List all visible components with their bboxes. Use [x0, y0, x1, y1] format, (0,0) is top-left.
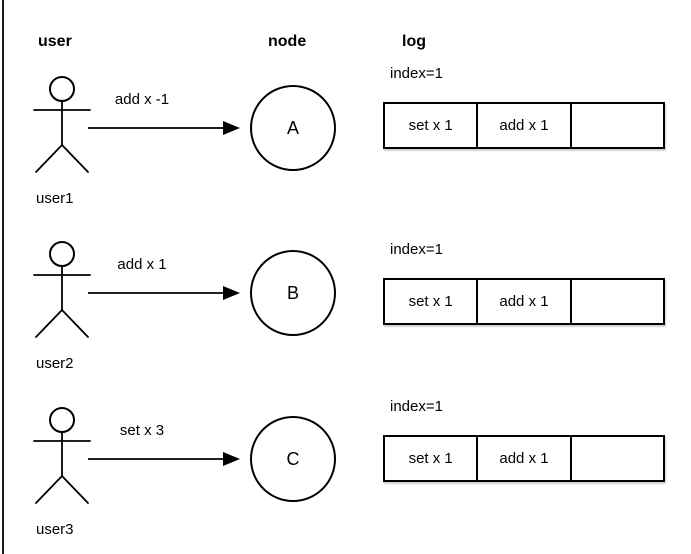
diagram-row: user3 set x 3 C index=1 set x 1 add x 1	[0, 399, 691, 554]
column-header-log: log	[402, 33, 426, 50]
diagram-row: user1 add x -1 A index=1 set x 1 add x 1	[0, 66, 691, 241]
log-index-label: index=1	[390, 241, 443, 258]
log-index-label: index=1	[390, 65, 443, 82]
log-cell: set x 1	[408, 293, 453, 310]
log-cell: set x 1	[408, 117, 453, 134]
message-label: add x -1	[114, 91, 170, 108]
column-header-node: node	[268, 33, 307, 50]
user-actor-icon	[33, 407, 91, 504]
log-cell	[569, 437, 663, 480]
log-cell: add x 1	[476, 104, 569, 147]
canvas-left-border	[2, 0, 4, 554]
node-circle: C	[250, 416, 336, 502]
node-label: A	[286, 117, 299, 138]
column-header-user: user	[38, 33, 72, 50]
log-cell	[569, 280, 663, 323]
message-arrow-icon	[88, 286, 240, 300]
node-circle: B	[250, 250, 336, 336]
node-label: B	[286, 282, 299, 303]
node-circle: A	[250, 85, 336, 171]
log-cell	[569, 104, 663, 147]
user-actor-icon	[33, 241, 91, 338]
message-arrow-icon	[88, 121, 240, 135]
log-block: index=1 set x 1 add x 1	[383, 399, 665, 482]
log-index-label: index=1	[390, 398, 443, 415]
log-block: index=1 set x 1 add x 1	[383, 66, 665, 149]
user-label: user3	[36, 521, 74, 538]
log-cell: add x 1	[476, 437, 569, 480]
log-table: set x 1 add x 1	[383, 278, 665, 325]
message-label: add x 1	[117, 256, 167, 273]
user-label: user1	[36, 190, 74, 207]
user-label: user2	[36, 355, 74, 372]
log-table: set x 1 add x 1	[383, 435, 665, 482]
node-label: C	[286, 448, 300, 469]
log-table: set x 1 add x 1	[383, 102, 665, 149]
message-label: set x 3	[119, 422, 165, 439]
log-block: index=1 set x 1 add x 1	[383, 242, 665, 325]
diagram-row: user2 add x 1 B index=1 set x 1 add x 1	[0, 241, 691, 406]
log-cell: add x 1	[476, 280, 569, 323]
log-cell: set x 1	[408, 450, 453, 467]
message-arrow-icon	[88, 452, 240, 466]
user-actor-icon	[33, 76, 91, 173]
